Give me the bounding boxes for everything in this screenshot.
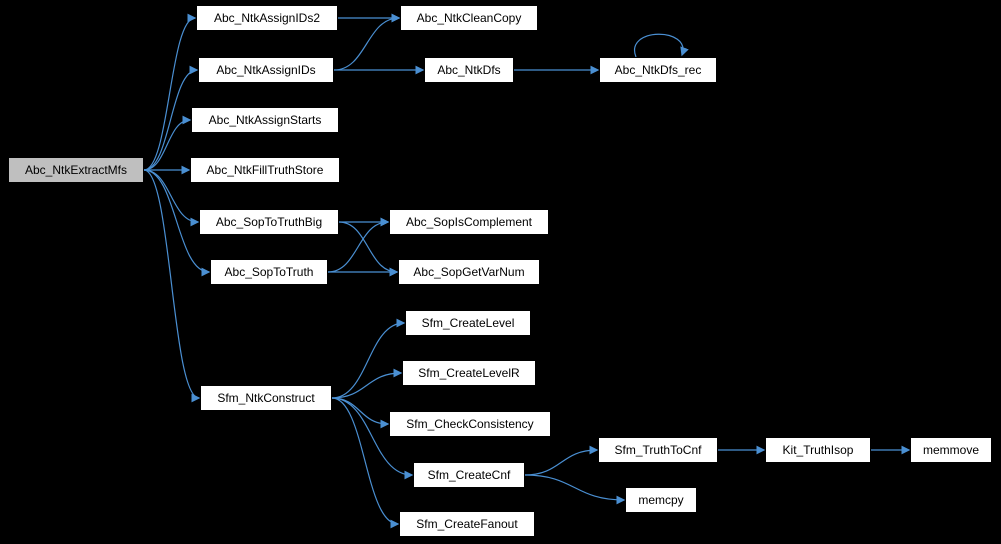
- call-edge-Abc_NtkExtractMfs-to-Abc_NtkAssignIDs2: [143, 13, 197, 171]
- graph-node-Abc_NtkAssignStarts[interactable]: Abc_NtkAssignStarts: [191, 107, 339, 133]
- call-edge-Abc_NtkDfs_rec-to-Abc_NtkDfs_rec: [633, 33, 689, 58]
- graph-node-Sfm_CreateCnf[interactable]: Sfm_CreateCnf: [413, 462, 525, 488]
- graph-node-Abc_NtkCleanCopy[interactable]: Abc_NtkCleanCopy: [400, 5, 538, 31]
- call-edge-Sfm_NtkConstruct-to-Sfm_CreateLevel: [331, 318, 406, 399]
- graph-node-Abc_NtkDfs_rec[interactable]: Abc_NtkDfs_rec: [599, 57, 717, 83]
- call-edge-Abc_NtkExtractMfs-to-Sfm_NtkConstruct: [143, 169, 201, 403]
- call-edge-Abc_SopToTruth-to-Abc_SopIsComplement: [327, 217, 390, 273]
- graph-node-Sfm_NtkConstruct[interactable]: Sfm_NtkConstruct: [200, 385, 332, 411]
- graph-node-Kit_TruthIsop[interactable]: Kit_TruthIsop: [765, 437, 871, 463]
- graph-node-Sfm_CreateLevelR[interactable]: Sfm_CreateLevelR: [402, 360, 536, 386]
- graph-node-Abc_NtkExtractMfs[interactable]: Abc_NtkExtractMfs: [8, 157, 144, 183]
- call-edge-Sfm_NtkConstruct-to-Sfm_CreateFanout: [331, 397, 400, 529]
- graph-node-Abc_NtkFillTruthStore[interactable]: Abc_NtkFillTruthStore: [190, 157, 340, 183]
- graph-node-Abc_SopGetVarNum[interactable]: Abc_SopGetVarNum: [398, 259, 540, 285]
- call-edge-Abc_NtkExtractMfs-to-Abc_NtkAssignIDs: [143, 65, 199, 171]
- call-edge-Sfm_NtkConstruct-to-Sfm_CreateLevelR: [331, 368, 403, 399]
- graph-node-Abc_SopIsComplement[interactable]: Abc_SopIsComplement: [389, 209, 549, 235]
- graph-node-memmove[interactable]: memmove: [910, 437, 992, 463]
- graph-node-Abc_NtkAssignIDs[interactable]: Abc_NtkAssignIDs: [198, 57, 334, 83]
- call-edge-Abc_SopToTruthBig-to-Abc_SopGetVarNum: [338, 221, 399, 277]
- call-edge-Abc_NtkAssignIDs-to-Abc_NtkCleanCopy: [333, 13, 401, 71]
- graph-node-Abc_SopToTruthBig[interactable]: Abc_SopToTruthBig: [199, 209, 339, 235]
- graph-node-Sfm_CheckConsistency[interactable]: Sfm_CheckConsistency: [389, 411, 551, 437]
- graph-node-Sfm_CreateLevel[interactable]: Sfm_CreateLevel: [405, 310, 531, 336]
- graph-node-Abc_SopToTruth[interactable]: Abc_SopToTruth: [210, 259, 328, 285]
- call-edge-Sfm_CreateCnf-to-Sfm_TruthToCnf: [524, 445, 599, 476]
- graph-node-Sfm_CreateFanout[interactable]: Sfm_CreateFanout: [399, 511, 535, 537]
- graph-node-Abc_NtkDfs[interactable]: Abc_NtkDfs: [424, 57, 514, 83]
- graph-node-Sfm_TruthToCnf[interactable]: Sfm_TruthToCnf: [598, 437, 718, 463]
- call-edge-Sfm_NtkConstruct-to-Sfm_CreateCnf: [331, 397, 414, 480]
- graph-node-memcpy[interactable]: memcpy: [625, 487, 697, 513]
- call-edge-Sfm_CreateCnf-to-memcpy: [524, 474, 626, 505]
- call-edge-Abc_NtkExtractMfs-to-Abc_NtkAssignStarts: [143, 115, 192, 171]
- call-edge-Abc_NtkExtractMfs-to-Abc_SopToTruth: [143, 169, 211, 277]
- graph-node-Abc_NtkAssignIDs2[interactable]: Abc_NtkAssignIDs2: [196, 5, 338, 31]
